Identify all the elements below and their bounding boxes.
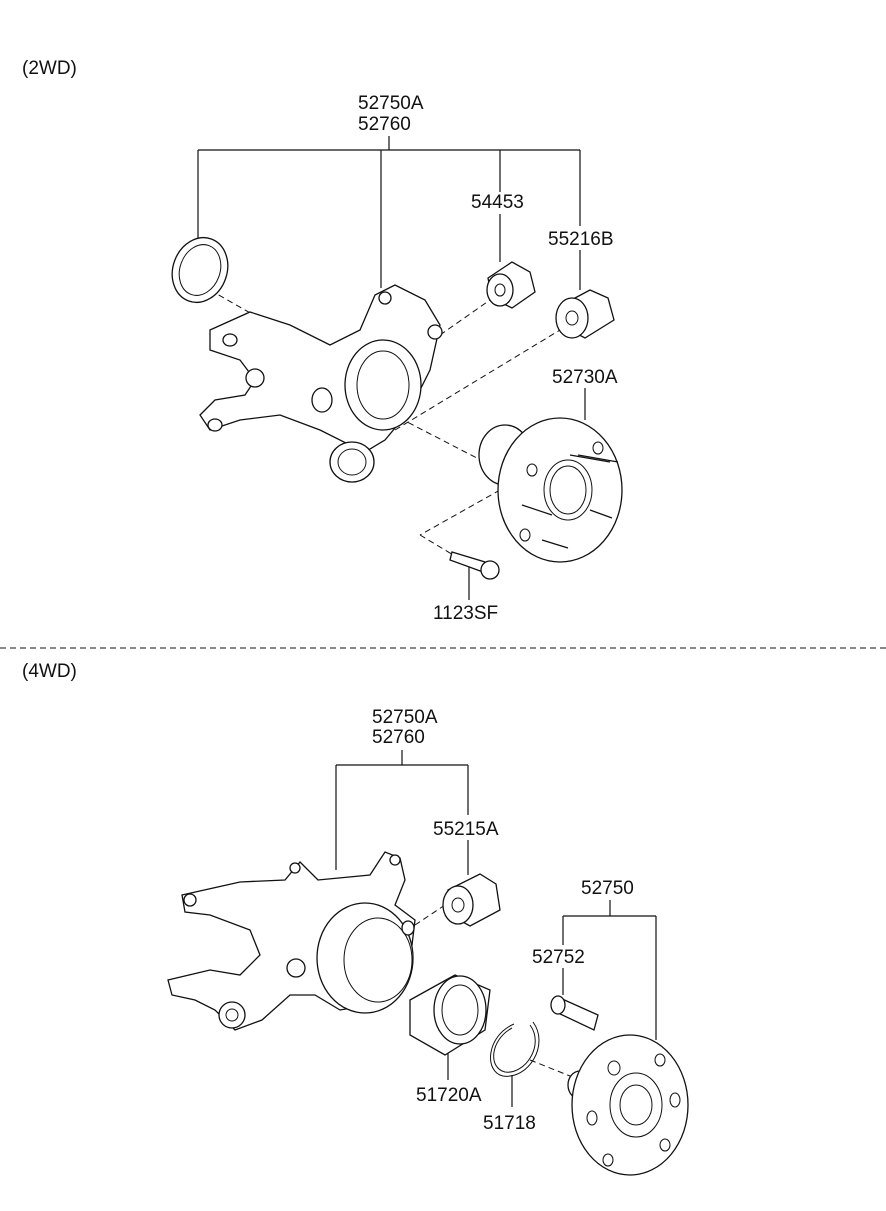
knuckle-2wd	[199, 284, 443, 483]
label-52750a-4wd: 52750A	[372, 707, 438, 728]
knuckle-4wd	[167, 851, 416, 1031]
leader-lines-2wd	[197, 136, 586, 600]
hub-52750	[567, 1034, 689, 1176]
label-51718: 51718	[483, 1113, 536, 1134]
hub-bolt-52752	[550, 995, 599, 1031]
section-heading-4wd: (4WD)	[22, 661, 77, 682]
bolt-1123sf	[449, 551, 500, 580]
label-52760-2wd: 52760	[358, 114, 411, 135]
bushing-55216b	[555, 289, 615, 339]
leader-lines-4wd	[335, 750, 657, 1107]
bushing-54453	[486, 261, 536, 309]
label-51720a: 51720A	[416, 1085, 482, 1106]
label-52752: 52752	[532, 947, 585, 968]
label-55216b: 55216B	[548, 229, 614, 250]
label-54453: 54453	[471, 192, 524, 213]
snap-ring-51718	[490, 1021, 540, 1077]
label-1123sf: 1123SF	[433, 603, 498, 624]
label-52730a: 52730A	[552, 367, 618, 388]
seal-ring-2wd	[171, 236, 229, 304]
bushing-55215a	[442, 873, 501, 927]
label-52750a-2wd: 52750A	[358, 93, 424, 114]
section-heading-2wd: (2WD)	[22, 58, 77, 79]
assembly-lines-2wd	[209, 289, 561, 566]
bearing-51720a	[409, 974, 491, 1056]
label-52760-4wd: 52760	[372, 727, 425, 748]
hub-52730a	[478, 417, 623, 563]
label-55215a: 55215A	[433, 819, 499, 840]
label-52750: 52750	[581, 878, 634, 899]
